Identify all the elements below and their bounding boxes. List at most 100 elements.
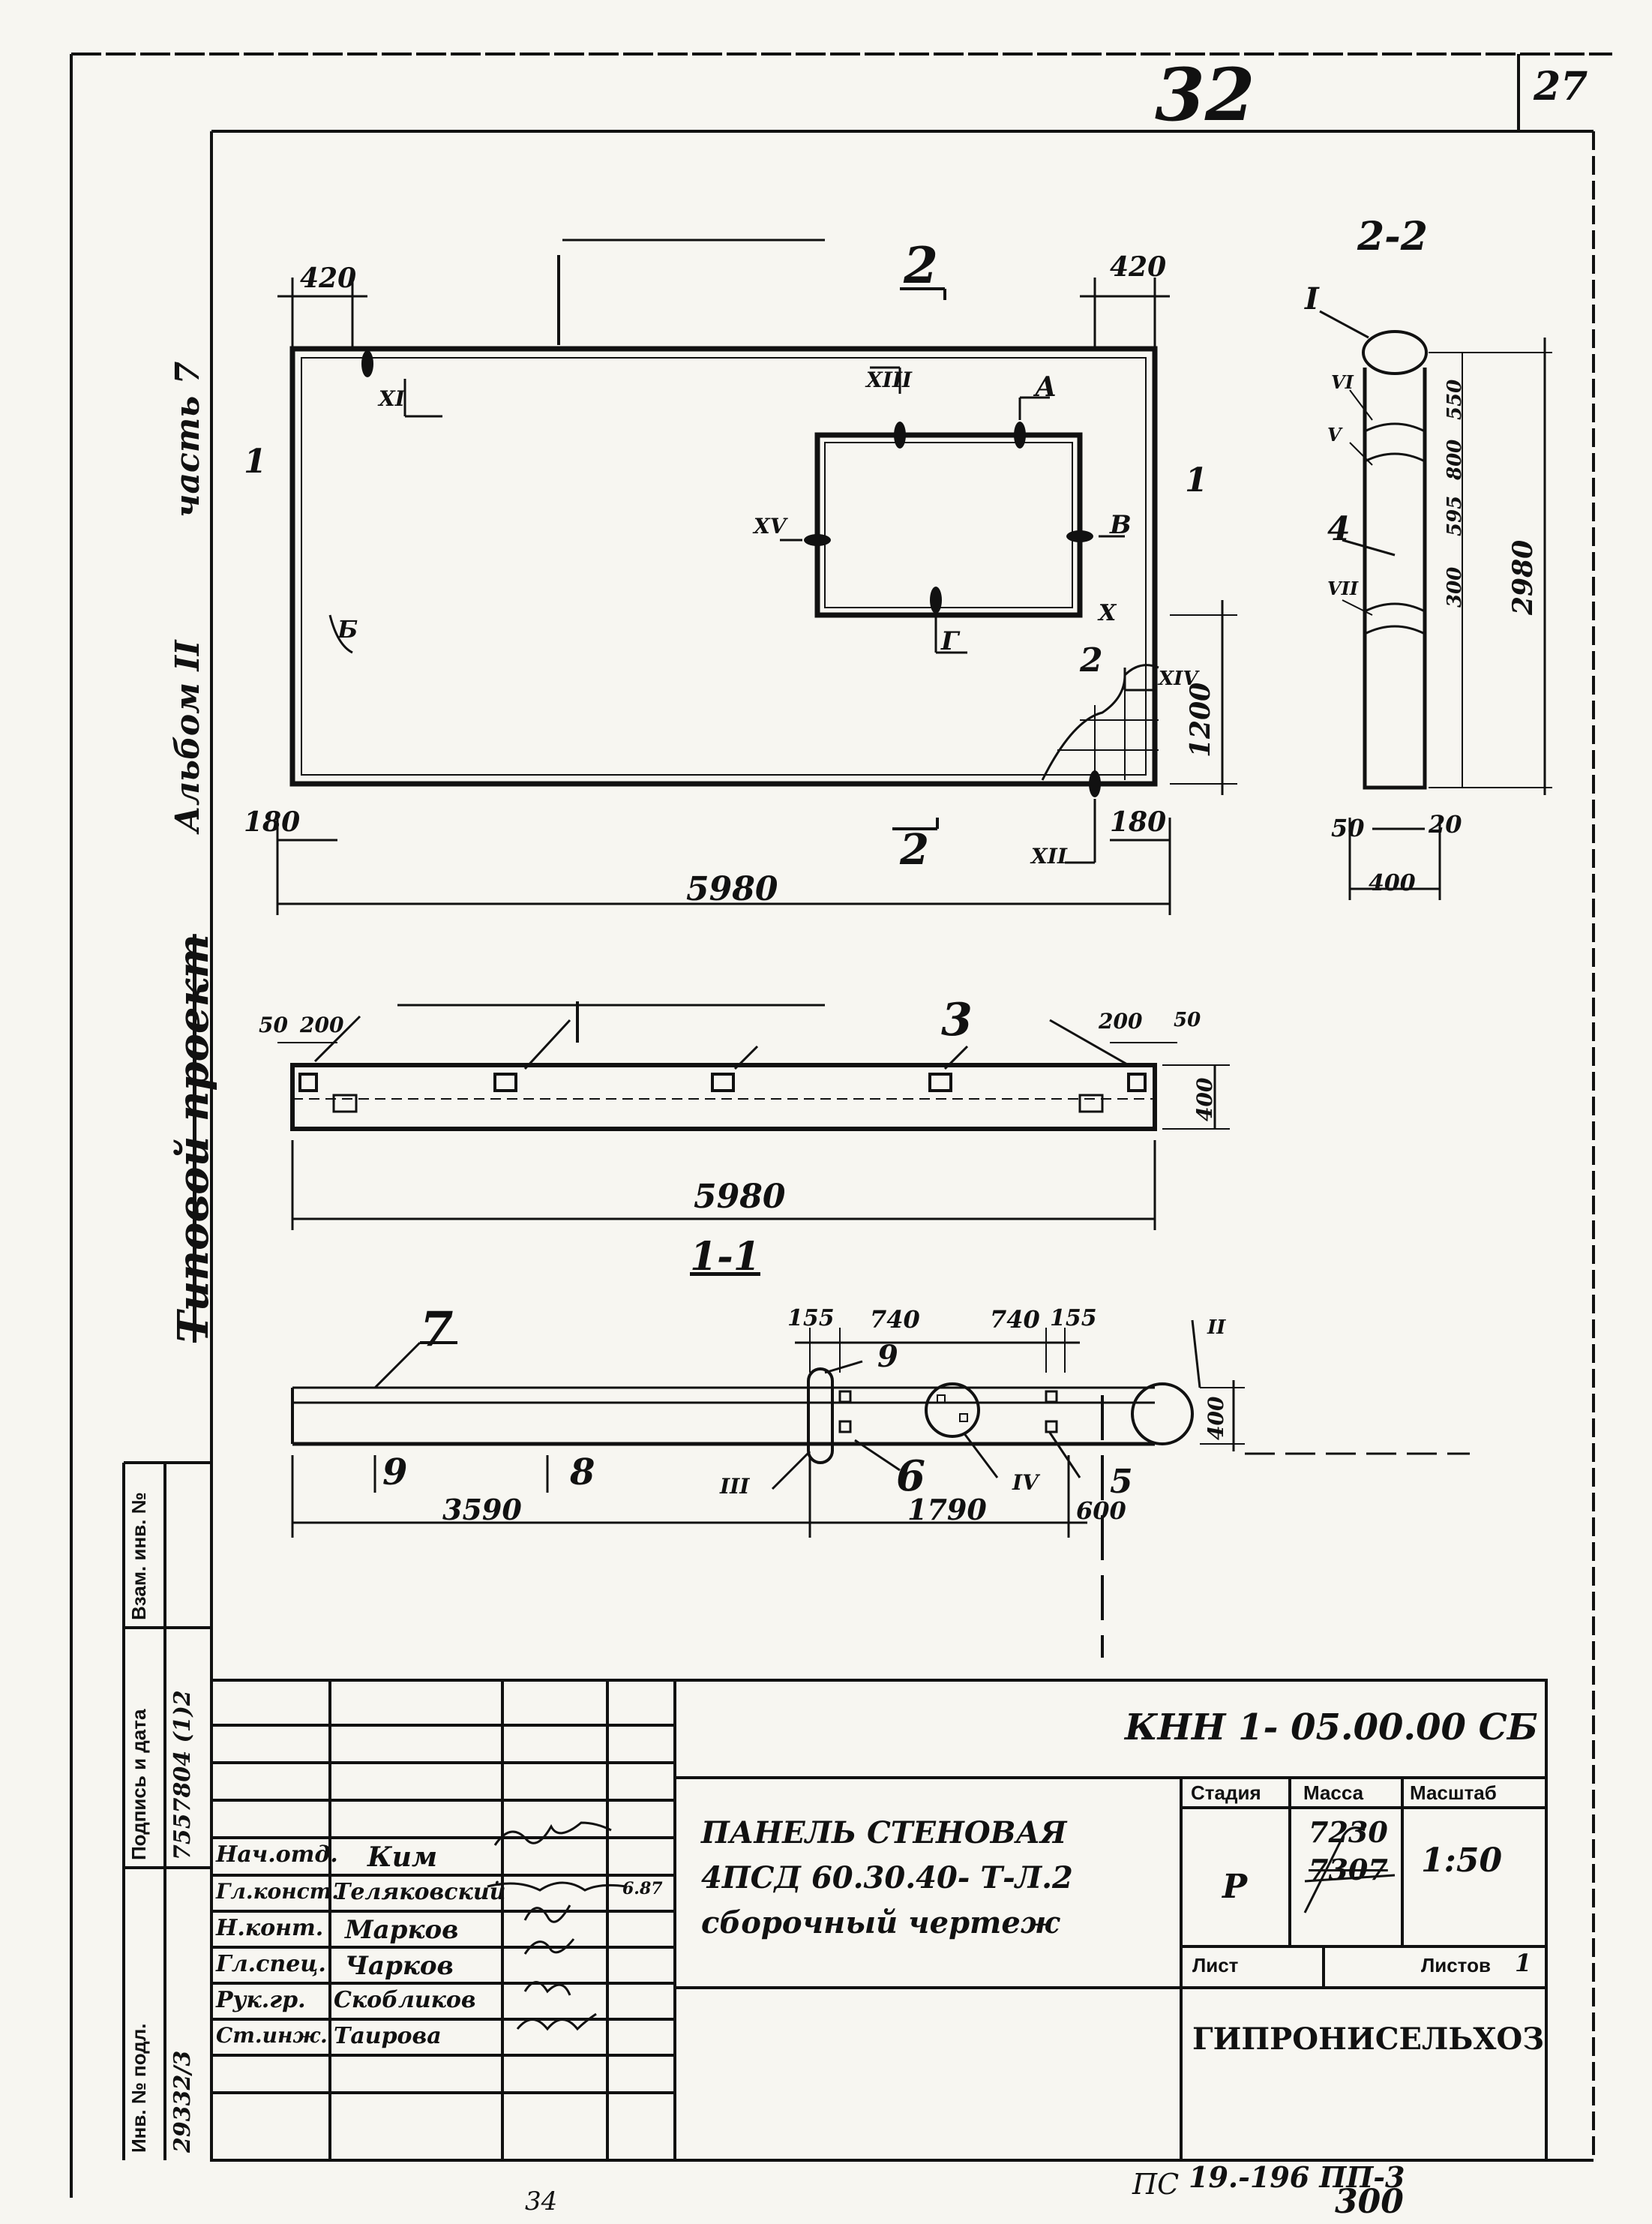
section-1-1-dim-right: 600 [1076, 1496, 1126, 1525]
section-1-1-title: 1-1 [690, 1234, 760, 1280]
plan-dim-left-b: 200 [300, 1013, 344, 1037]
sheets-value: 1 [1515, 1949, 1532, 1977]
role-3: Н.конт. [216, 1915, 324, 1941]
front-node-x3: XIII [866, 368, 913, 392]
front-dim-opening-h: 1200 [1185, 682, 1216, 758]
section-2-2-dim-4: 300 [1444, 566, 1466, 608]
front-section-mark-top: 2 [904, 236, 938, 295]
doc-code: КНН 1- 05.00.00 СБ [1125, 1706, 1538, 1748]
margin-podpis-label: Подпись и дата [127, 1709, 150, 1860]
doc-name-line2: 4ПСД 60.30.40- Т-Л.2 [701, 1860, 1073, 1895]
role-6: Ст.инж. [216, 2023, 328, 2048]
name-6: Таирова [334, 2023, 442, 2049]
margin-part: часть 7 [169, 361, 207, 518]
section-1-1-dim-3: 740 [990, 1305, 1040, 1334]
section-2-2-dim-2: 800 [1444, 439, 1466, 480]
organization: ГИПРОНИСЕЛЬХОЗ [1192, 2021, 1545, 2057]
plan-dim-right-a: 200 [1099, 1009, 1143, 1034]
section-1-1-dim-height: 400 [1204, 1396, 1228, 1440]
margin-podpis-value: 7557804 (1)2 [169, 1690, 196, 1860]
role-5: Рук.гр. [216, 1987, 306, 2013]
section-2-2-mark-2: V [1327, 424, 1342, 446]
date-note: 6.87 [622, 1879, 663, 1898]
plan-pos: 3 [941, 994, 973, 1046]
section-1-1-dim-mid: 1790 [907, 1493, 987, 1526]
page-number: 27 [1534, 64, 1588, 110]
name-1: Ким [367, 1841, 438, 1873]
stage-header: Стадия [1191, 1781, 1261, 1804]
front-dim-overall: 5980 [686, 870, 778, 908]
footer-bottom-left: 34 [525, 2186, 558, 2216]
front-dim-left-bottom: 180 [244, 806, 301, 838]
section-1-1-pos-9a: 9 [877, 1339, 898, 1374]
front-note-2: 2 [1080, 641, 1103, 680]
front-dim-left-top: 420 [300, 263, 357, 294]
role-4: Гл.спец. [216, 1951, 326, 1977]
margin-album: Альбом II [169, 640, 207, 833]
sheet-number-handwritten: 32 [1155, 53, 1255, 137]
front-section-mark-bottom: 2 [900, 825, 929, 875]
front-node-x4: XIV [1159, 668, 1198, 690]
front-node-g: Г [941, 626, 959, 656]
section-2-2-dim-3: 595 [1444, 495, 1466, 536]
sheet-header: Лист [1192, 1954, 1239, 1976]
front-node-x5: X [1099, 600, 1117, 626]
section-2-2-pos-1: I [1305, 281, 1319, 317]
front-bracket-right: 1 [1185, 461, 1208, 500]
footer-extra: ПС [1132, 2168, 1180, 2201]
mass-header: Масса [1303, 1781, 1364, 1804]
plan-dim-height: 400 [1192, 1077, 1217, 1121]
margin-vzam-label: Взам. инв. № [127, 1492, 150, 1620]
section-2-2-dim-total: 2980 [1507, 539, 1539, 615]
section-2-2-dim-bottom-right: 20 [1429, 810, 1462, 839]
section-1-1-pos-9b: 9 [382, 1451, 408, 1493]
front-node-xv: XV [754, 514, 787, 539]
footer-code: 19.-196 ПП-3 [1189, 2160, 1405, 2194]
section-2-2-dim-1: 550 [1444, 379, 1466, 420]
section-1-1-dim-4: 155 [1050, 1305, 1097, 1331]
role-2: Гл.конст. [216, 1879, 340, 1904]
name-2: Теляковский [334, 1879, 506, 1905]
section-1-1-pos-8: 8 [570, 1451, 595, 1493]
front-node-x1: XI [379, 386, 405, 411]
role-1: Нач.отд. [216, 1841, 338, 1868]
section-1-1-node-4: IV [1012, 1470, 1039, 1495]
scale-value: 1:50 [1421, 1841, 1503, 1880]
section-1-1-node-2: II [1207, 1316, 1226, 1339]
scale-header: Масштаб [1410, 1781, 1497, 1804]
front-node-x2: XII [1031, 844, 1067, 869]
section-1-1-dim-left: 3590 [442, 1493, 522, 1526]
section-2-2-mark-3: VII [1327, 578, 1359, 599]
margin-inv-podl-value: 29332/3 [169, 2050, 196, 2153]
plan-dim-overall: 5980 [694, 1178, 786, 1216]
section-1-1-pos-5: 5 [1110, 1463, 1133, 1501]
section-2-2-pos-4: 4 [1327, 510, 1351, 548]
front-bracket-left: 1 [244, 443, 267, 481]
front-dim-right-top: 420 [1110, 251, 1167, 283]
front-node-a: А [1035, 371, 1057, 403]
section-2-2-title: 2-2 [1357, 214, 1428, 260]
stage-value: Р [1222, 1868, 1248, 1906]
section-2-2-dim-width: 400 [1369, 870, 1416, 896]
section-2-2-mark-1: VI [1331, 371, 1354, 393]
front-node-b: Б [337, 615, 358, 644]
doc-name-line3: сборочный чертеж [701, 1905, 1060, 1940]
front-node-v: В [1110, 510, 1132, 540]
plan-dim-left-a: 50 [259, 1013, 288, 1037]
name-4: Чарков [345, 1951, 454, 1981]
front-dim-right-bottom: 180 [1110, 806, 1167, 838]
footer-number: 300 [1335, 2183, 1404, 2221]
margin-project-crossed: Типовой проект [169, 934, 218, 1343]
plan-dim-right-b: 50 [1174, 1009, 1201, 1031]
mass-value: 7230 [1309, 1815, 1388, 1849]
section-1-1-dim-2: 740 [870, 1305, 920, 1334]
section-1-1-dim-1: 155 [787, 1305, 835, 1331]
margin-inv-podl-label: Инв. № подл. [127, 2023, 150, 2153]
doc-name-line1: ПАНЕЛЬ СТЕНОВАЯ [701, 1815, 1067, 1850]
mass-old-value: 7307 [1309, 1853, 1388, 1886]
name-5: Скобликов [334, 1987, 476, 2013]
section-1-1-node-3: III [720, 1474, 750, 1499]
section-2-2-dim-bottom-left: 50 [1331, 814, 1365, 842]
sheets-header: Листов [1421, 1954, 1491, 1976]
